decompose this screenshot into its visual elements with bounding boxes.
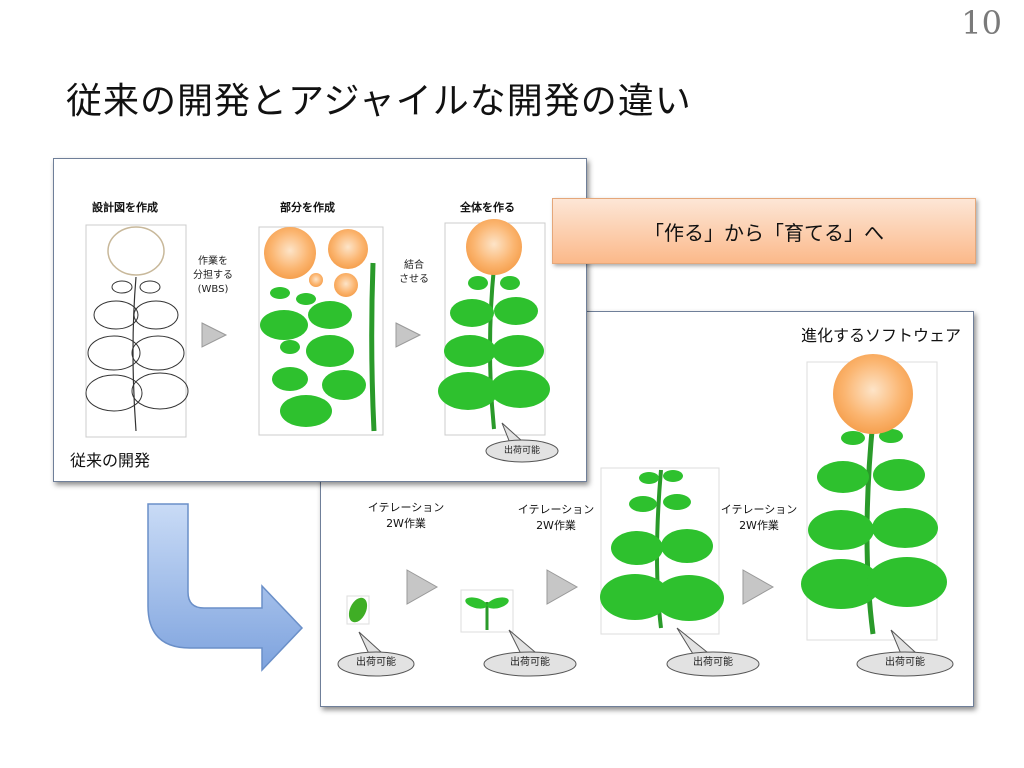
wbs-label-line2: 分担する [193,270,233,281]
flower-icon [833,354,913,434]
outline-flower-icon [107,226,165,276]
ship-bubble-4 [856,629,954,677]
next-arrow-icon [201,322,228,348]
next-arrow-icon [406,569,439,605]
ship-bubble-traditional [485,422,559,463]
next-arrow-icon [546,569,579,605]
integrate-label-line1: 結合 [404,260,424,271]
wbs-label-line3: (WBS) [197,284,229,295]
page-number: 10 [961,4,1002,42]
blueprint-frame [85,224,187,438]
wbs-label: 作業を 分担する (WBS) [188,255,238,297]
down-right-arrow-icon [147,503,304,672]
iteration-label-2: イテレーション 2W作業 [511,502,601,534]
ship-label-3: 出荷可能 [693,657,733,668]
iteration-1-duration: 2W作業 [386,517,426,530]
step-label-parts: 部分を作成 [280,201,335,214]
integrate-label-line2: させる [399,274,429,285]
ship-label-1: 出荷可能 [356,657,396,668]
traditional-illustration [85,219,559,463]
iteration-label-1: イテレーション 2W作業 [361,500,451,532]
grow-not-build-banner: 「作る」から「育てる」へ [552,198,976,264]
next-arrow-icon [395,322,422,348]
step-label-whole: 全体を作る [460,201,515,214]
agile-panel: 進化するソフトウェア イテレーション 2W作業 イテレーション 2W作業 イテレ… [320,311,974,707]
iteration-1-name: イテレーション [367,501,445,514]
agile-growth-illustration [337,354,954,677]
flower-icon [466,219,522,275]
iteration-3-name: イテレーション [720,503,798,516]
ship-bubble-3 [666,627,760,677]
ship-label-2: 出荷可能 [510,657,550,668]
traditional-caption: 従来の開発 [70,451,151,470]
traditional-panel: 設計図を作成 部分を作成 全体を作る 作業を 分担する (WBS) 結合 させる [53,158,587,482]
next-arrow-icon [742,569,775,605]
iteration-2-name: イテレーション [517,503,595,516]
ship-label-traditional: 出荷可能 [503,446,540,456]
ship-bubble-2 [483,629,577,677]
banner-text: 「作る」から「育てる」へ [644,220,884,245]
wbs-label-line1: 作業を [198,256,228,267]
slide-title: 従来の開発とアジャイルな開発の違い [66,81,692,122]
ship-bubble-1 [337,631,415,677]
agile-caption: 進化するソフトウェア [800,326,961,345]
iteration-label-3: イテレーション 2W作業 [714,502,804,534]
seed-icon [348,597,368,623]
iteration-2-duration: 2W作業 [536,519,576,532]
iteration-3-duration: 2W作業 [739,519,779,532]
integrate-label: 結合 させる [392,259,436,287]
step-label-design: 設計図を作成 [92,201,158,214]
ship-label-4: 出荷可能 [885,657,925,668]
